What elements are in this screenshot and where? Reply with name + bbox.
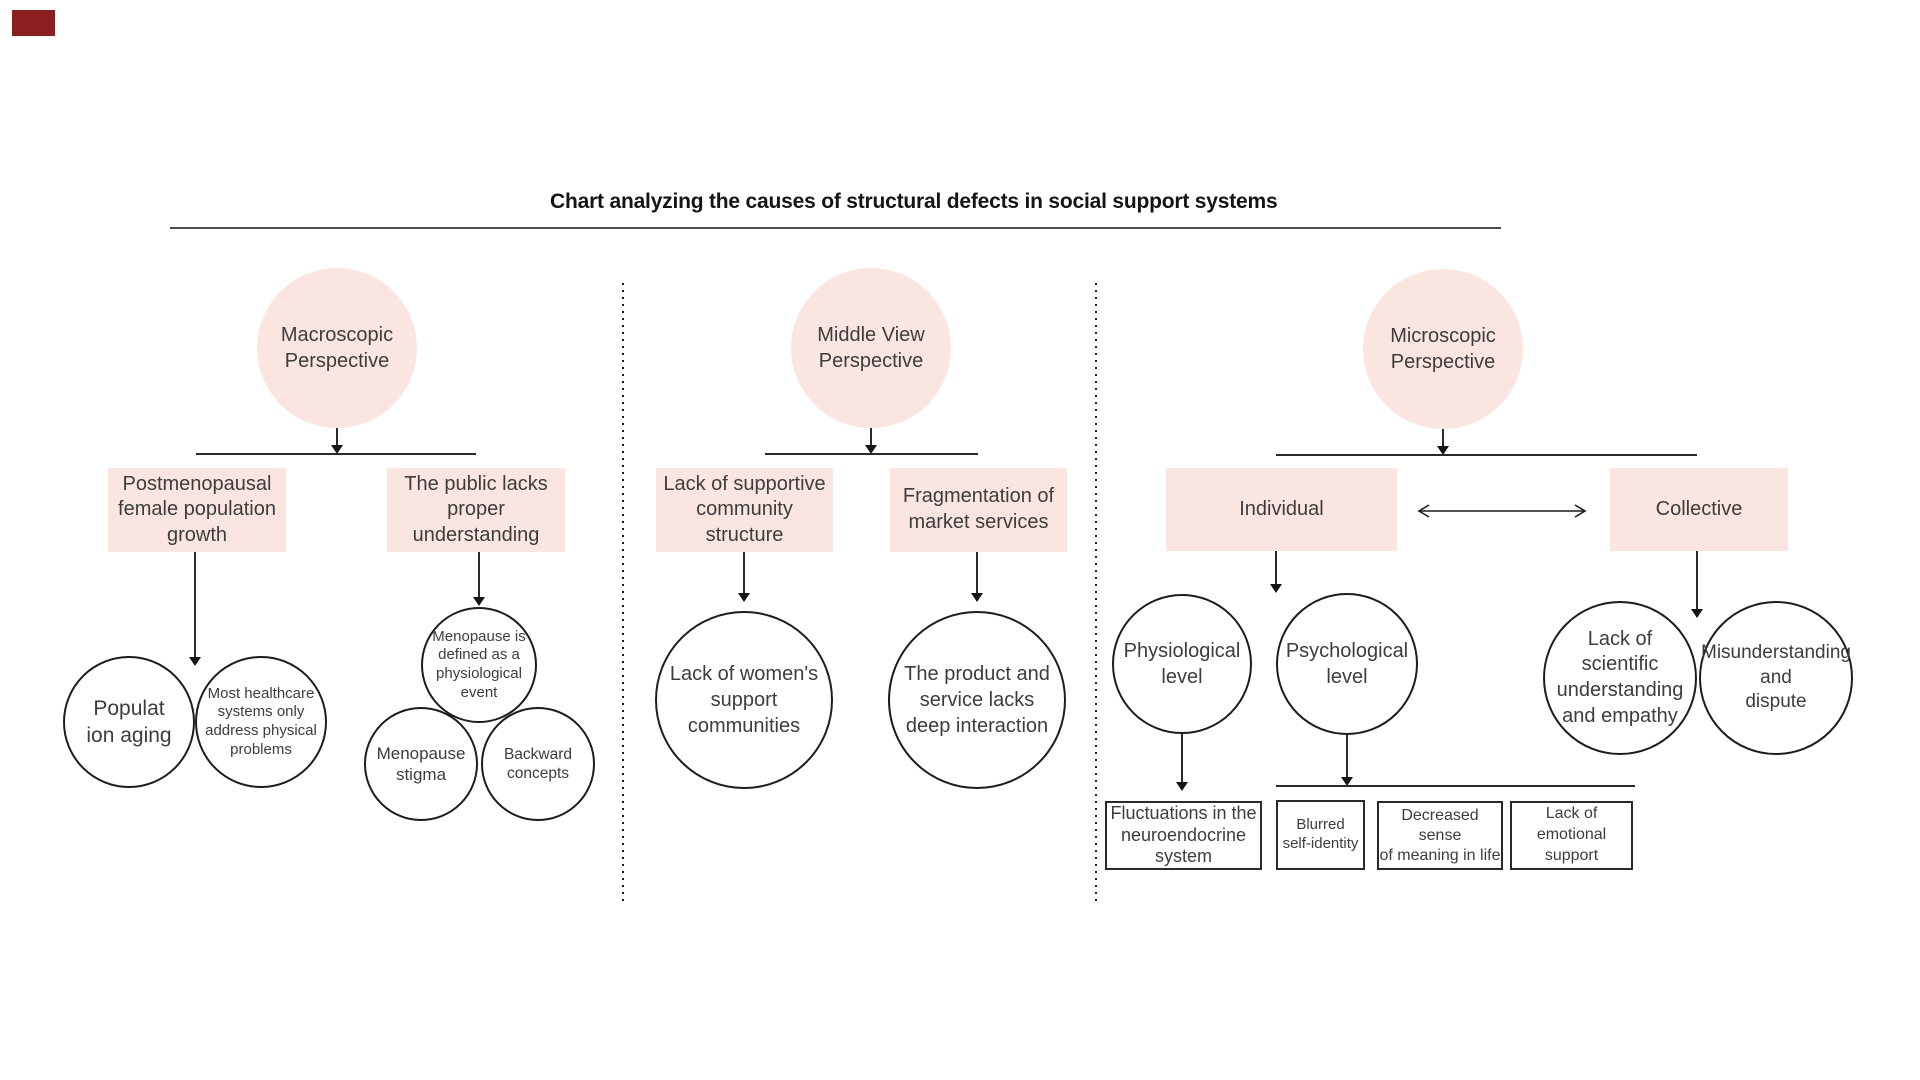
separator-middle-micro — [1095, 283, 1097, 904]
double-arrow-icon — [1417, 504, 1587, 518]
connector-physiological-stem — [1181, 734, 1183, 783]
connector-collective-stem — [1696, 551, 1698, 610]
box-public-lacks-understanding: The public lacks proper understanding — [387, 468, 565, 552]
circle-physiological-level-label: Physiological level — [1123, 640, 1241, 688]
circle-lack-scientific: Lack of scientific understanding and emp… — [1543, 601, 1697, 755]
box-individual: Individual — [1166, 468, 1397, 551]
down-arrowhead-icon — [1176, 782, 1188, 791]
circle-menopause-event-label: Menopause is defined as a physiological … — [432, 627, 526, 701]
connector-population-stem — [194, 552, 196, 658]
box-public-lacks-understanding-label: The public lacks proper understanding — [404, 472, 548, 546]
macroscopic-perspective-label: Macroscopic Perspective — [280, 323, 394, 372]
box-community-structure-label: Lack of supportive community structure — [663, 472, 826, 546]
circle-menopause-event: Menopause is defined as a physiological … — [421, 607, 537, 723]
separator-macro-middle — [622, 283, 624, 904]
macroscopic-perspective-circle: Macroscopic Perspective — [257, 268, 417, 428]
connector-community-stem — [743, 552, 745, 594]
box-market-services: Fragmentation of market services — [890, 468, 1067, 552]
connector-micro-tbar — [1276, 454, 1697, 456]
connector-middle-stem — [870, 428, 872, 447]
middle-view-perspective-circle: Middle View Perspective — [791, 268, 951, 428]
red-marker — [12, 10, 55, 36]
circle-healthcare-systems-label: Most healthcare systems only address phy… — [205, 684, 317, 758]
box-emotional-support-label: Lack of emotional support — [1536, 805, 1607, 864]
box-decreased-meaning: Decreased sense of meaning in life — [1377, 801, 1503, 870]
down-arrowhead-icon — [738, 593, 750, 602]
connector-public-stem — [478, 552, 480, 598]
down-arrowhead-icon — [473, 597, 485, 606]
box-individual-label: Individual — [1239, 497, 1324, 520]
connector-psychological-stem — [1346, 735, 1348, 778]
box-emotional-support: Lack of emotional support — [1510, 801, 1633, 870]
connector-market-stem — [976, 552, 978, 594]
circle-backward-concepts: Backward concepts — [481, 707, 595, 821]
down-arrowhead-icon — [1437, 446, 1449, 455]
box-market-services-label: Fragmentation of market services — [902, 485, 1055, 533]
circle-misunderstanding-label: Misunderstanding and dispute — [1701, 641, 1851, 713]
connector-middle-tbar — [765, 453, 978, 455]
circle-menopause-stigma: Menopause stigma — [364, 707, 478, 821]
circle-physiological-level: Physiological level — [1112, 594, 1252, 734]
circle-menopause-stigma-label: Menopause stigma — [376, 743, 466, 784]
box-collective-label: Collective — [1655, 497, 1743, 520]
circle-backward-concepts-label: Backward concepts — [503, 745, 573, 782]
circle-product-interaction: The product and service lacks deep inter… — [888, 611, 1066, 789]
box-collective: Collective — [1610, 468, 1788, 551]
connector-macro-stem — [336, 428, 338, 447]
down-arrowhead-icon — [971, 593, 983, 602]
circle-women-support-label: Lack of women's support communities — [669, 663, 819, 737]
connector-psychological-tbar — [1276, 785, 1635, 787]
middle-view-perspective-label: Middle View Perspective — [817, 323, 925, 372]
box-blurred-identity-label: Blurred self-identity — [1282, 816, 1359, 852]
box-neuroendocrine: Fluctuations in the neuroendocrine syste… — [1105, 801, 1262, 870]
box-postmenopausal-growth: Postmenopausal female population growth — [108, 468, 286, 552]
down-arrowhead-icon — [189, 657, 201, 666]
page-title: Chart analyzing the causes of structural… — [550, 190, 1278, 213]
down-arrowhead-icon — [1270, 584, 1282, 593]
circle-women-support: Lack of women's support communities — [655, 611, 833, 789]
down-arrowhead-icon — [865, 445, 877, 454]
connector-individual-stem — [1275, 551, 1277, 585]
title-rule — [170, 227, 1501, 229]
microscopic-perspective-label: Microscopic Perspective — [1390, 324, 1496, 373]
connector-macro-tbar — [196, 453, 476, 455]
box-decreased-meaning-label: Decreased sense of meaning in life — [1379, 806, 1501, 864]
box-blurred-identity: Blurred self-identity — [1276, 800, 1365, 870]
circle-psychological-level: Psychological level — [1276, 593, 1418, 735]
circle-misunderstanding: Misunderstanding and dispute — [1699, 601, 1853, 755]
circle-population-aging-label: Populat ion aging — [86, 696, 172, 747]
box-neuroendocrine-label: Fluctuations in the neuroendocrine syste… — [1110, 803, 1257, 867]
box-community-structure: Lack of supportive community structure — [656, 468, 833, 552]
connector-micro-stem — [1442, 429, 1444, 447]
circle-healthcare-systems: Most healthcare systems only address phy… — [195, 656, 327, 788]
circle-lack-scientific-label: Lack of scientific understanding and emp… — [1556, 627, 1684, 727]
circle-product-interaction-label: The product and service lacks deep inter… — [904, 663, 1050, 737]
down-arrowhead-icon — [1691, 609, 1703, 618]
circle-population-aging: Populat ion aging — [63, 656, 195, 788]
down-arrowhead-icon — [1341, 777, 1353, 786]
box-postmenopausal-growth-label: Postmenopausal female population growth — [118, 472, 276, 546]
microscopic-perspective-circle: Microscopic Perspective — [1363, 269, 1523, 429]
down-arrowhead-icon — [331, 445, 343, 454]
circle-psychological-level-label: Psychological level — [1285, 640, 1409, 688]
